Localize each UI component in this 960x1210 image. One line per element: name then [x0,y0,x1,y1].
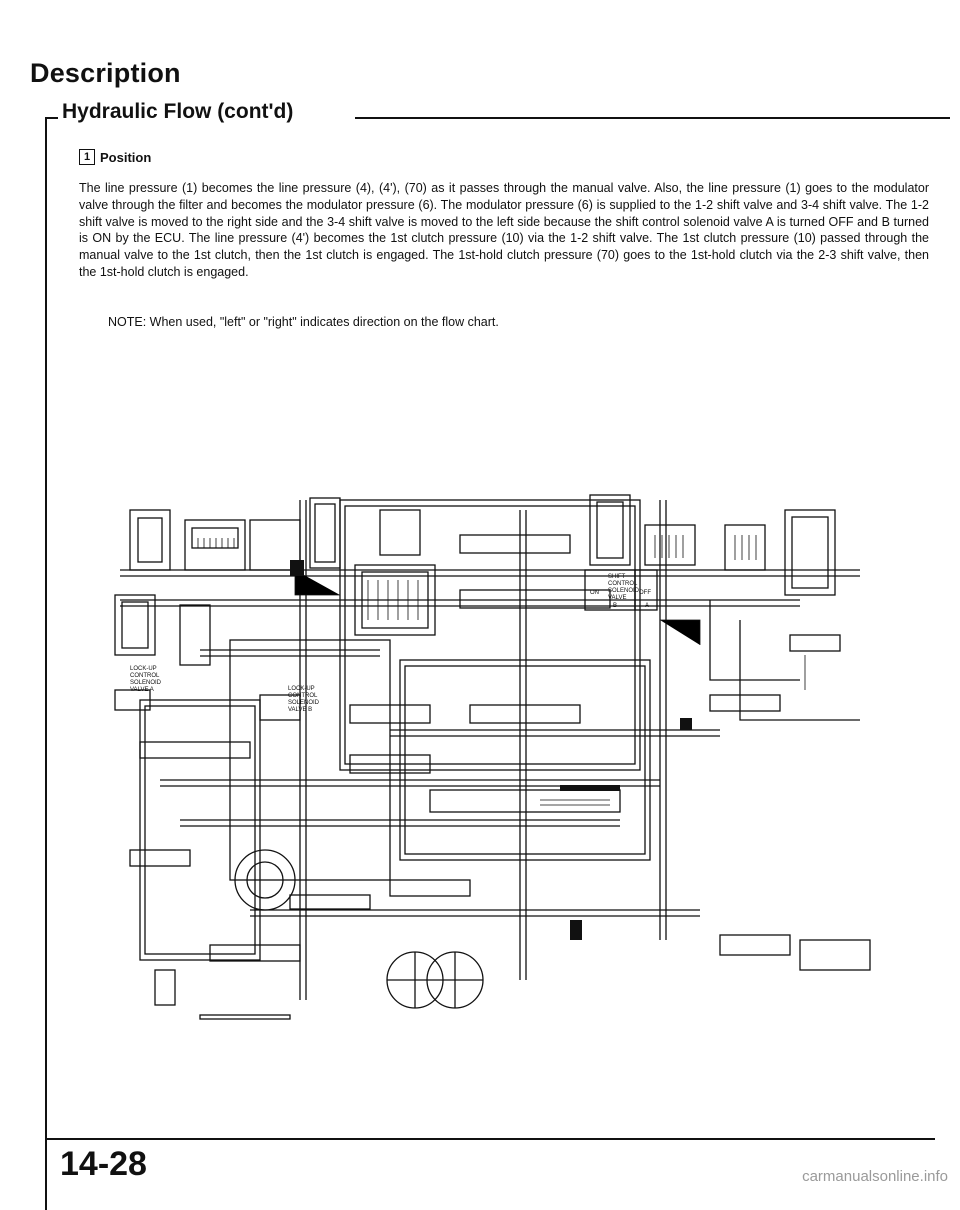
position-number-box: 1 [79,149,95,165]
lockup-a-label-1: LOCK-UP [130,666,157,672]
subsection-title: Hydraulic Flow (cont'd) [62,100,294,123]
footer-rule [45,1138,935,1140]
note-text: NOTE: When used, "left" or "right" indic… [108,315,499,329]
lockup-b-label-3: SOLENOID [288,700,320,706]
lockup-a-label-4: VALVE A [130,687,154,693]
position-heading: 1 Position [79,149,151,165]
hydraulic-flow-diagram: LOCK-UP CONTROL SOLENOID VALVE A LOCK-UP… [114,494,871,1020]
shift-solenoid-label-2: CONTROL [608,581,638,587]
shift-solenoid-label-3: SOLENOID [608,588,640,594]
lockup-a-label-2: CONTROL [130,673,160,679]
lockup-b-label-4: VALVE B [288,707,312,713]
header-rule [355,117,950,119]
lockup-b-label-1: LOCK-UP [288,686,315,692]
lockup-b-label-2: CONTROL [288,693,318,699]
shift-solenoid-b-label: B [613,603,617,609]
position-label: Position [100,149,152,165]
watermark: carmanualsonline.info [802,1168,948,1185]
lockup-a-label-3: SOLENOID [130,680,162,686]
shift-solenoid-off-label: OFF [639,590,651,596]
body-paragraph: The line pressure (1) becomes the line p… [79,181,929,279]
shift-solenoid-label-1: SHIFT [608,574,626,580]
shift-solenoid-label-4: VALVE [608,595,626,601]
header-rule-cap [45,117,58,119]
page-number: 14-28 [60,1145,147,1183]
left-margin-rule [45,117,47,1210]
shift-solenoid-a-label: A [645,603,649,609]
shift-solenoid-on-label: ON [590,590,599,596]
section-title: Description [30,58,181,88]
